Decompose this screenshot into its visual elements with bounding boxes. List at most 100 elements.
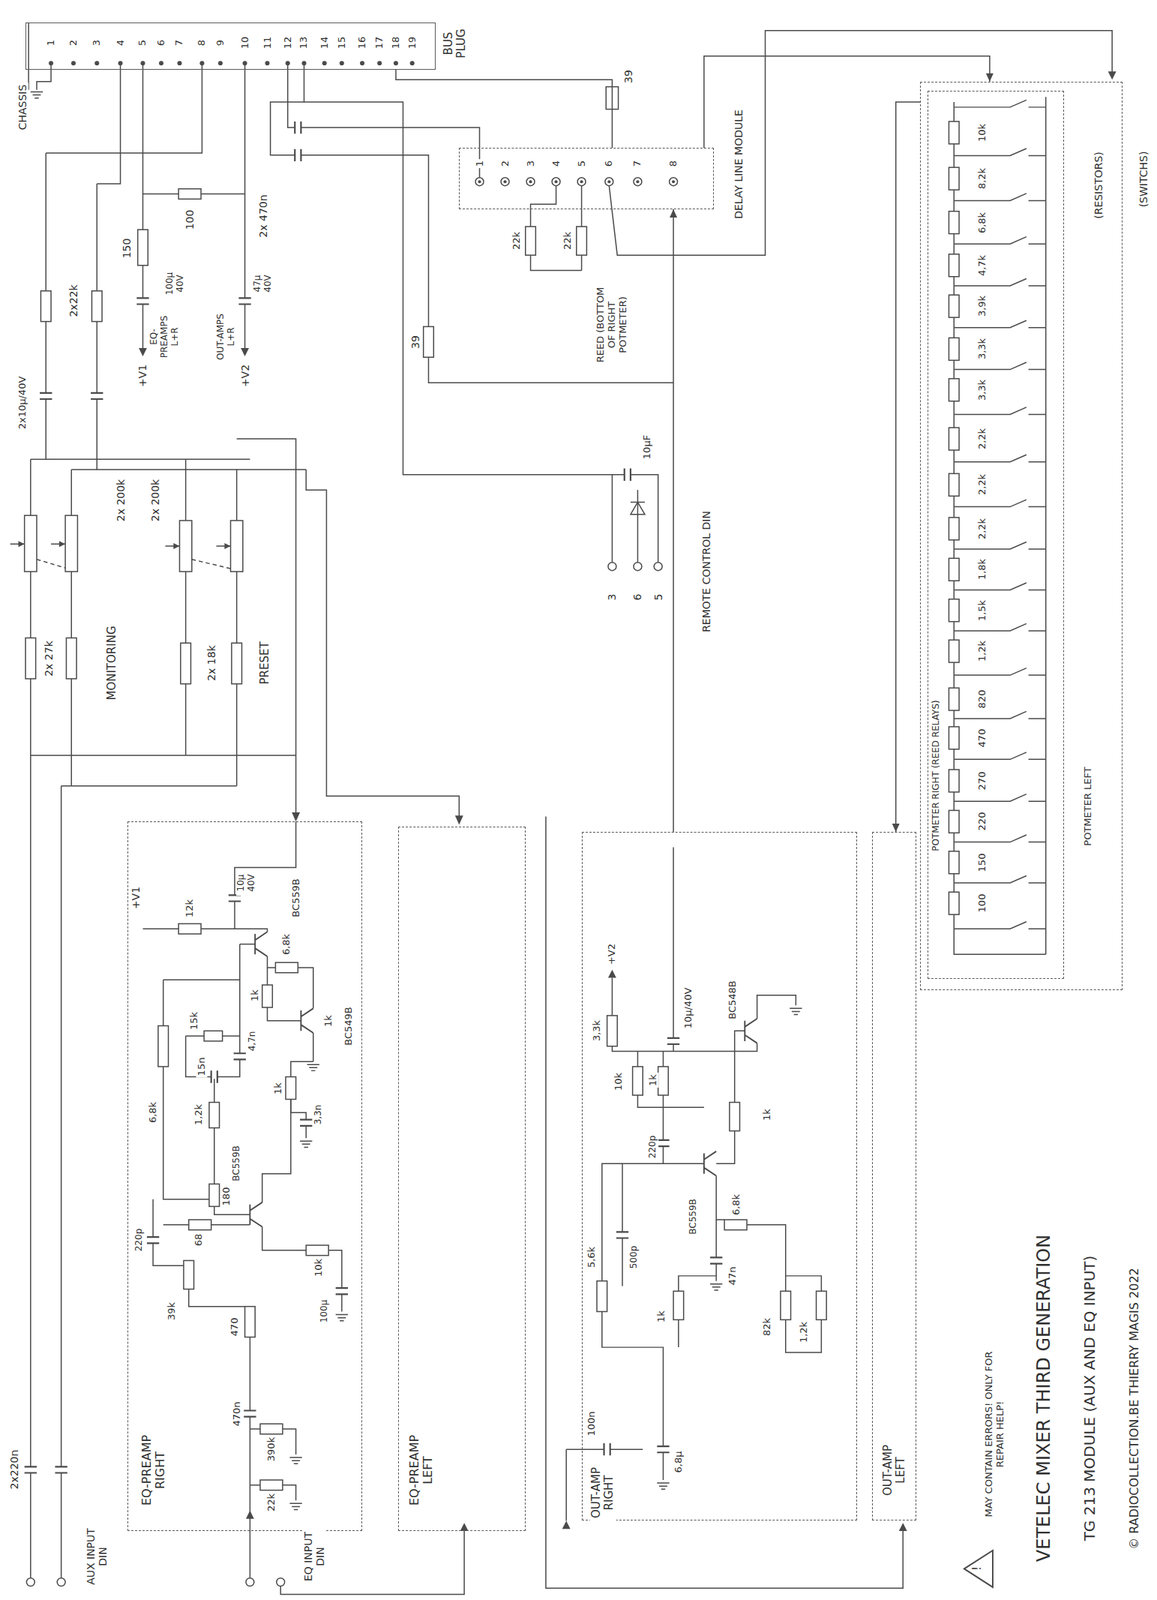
- capacitor-symbol: [24, 1465, 37, 1472]
- switch-symbol: [953, 320, 1046, 328]
- capacitor-symbol: [136, 297, 149, 304]
- connector-wire: [704, 56, 994, 148]
- wire: [213, 1127, 215, 1184]
- component-label: BC549B: [343, 1004, 355, 1047]
- din-pin: [26, 1577, 35, 1586]
- component-label: 2: [499, 158, 511, 168]
- resistor-symbol: [948, 337, 960, 360]
- capacitor-gap: [248, 1410, 252, 1416]
- wire: [71, 469, 72, 516]
- component-label: +V1: [129, 884, 142, 911]
- capacitor-gap: [95, 393, 99, 399]
- wire: [249, 1427, 261, 1429]
- wire: [267, 956, 276, 968]
- resistor-symbol: [262, 984, 273, 1008]
- resistor-symbol: [260, 1423, 283, 1434]
- resistor-symbol: [285, 1076, 297, 1100]
- ground-symbol: [307, 1064, 320, 1071]
- wire: [290, 1098, 306, 1119]
- wire: [239, 943, 255, 945]
- capacitor-gap: [237, 1053, 242, 1059]
- arrow-symbol: [138, 347, 147, 357]
- bus-pin: [242, 60, 248, 66]
- component-label: 470n: [230, 1399, 243, 1427]
- capacitor-gap: [53, 1462, 69, 1477]
- module-box: (RESISTORS): [927, 90, 1065, 979]
- capacitor-symbol: [299, 1119, 312, 1126]
- module-pin: [633, 177, 642, 186]
- component-label: BC548B: [727, 979, 739, 1022]
- arrow-symbol: [17, 540, 24, 547]
- wire: [45, 62, 202, 153]
- wire: [602, 1310, 664, 1446]
- transistor-symbol: [744, 1018, 757, 1044]
- switch-symbol: [953, 668, 1046, 676]
- module-title: DELAY LINE MODULE: [732, 107, 745, 221]
- component-label: 1,2k: [977, 638, 989, 663]
- wire: [630, 474, 659, 563]
- component-label: 47n: [727, 1264, 739, 1286]
- wire: [746, 1224, 786, 1291]
- capacitor-gap: [299, 1115, 314, 1130]
- component-label: BC559B: [290, 877, 302, 920]
- component-label: 3,3n: [313, 1103, 324, 1127]
- capacitor-symbol: [90, 392, 103, 399]
- wire: [152, 1198, 153, 1237]
- resistor-symbol: [25, 637, 36, 678]
- resistor-symbol: [780, 1290, 792, 1319]
- component-label: 2x22k: [67, 283, 80, 319]
- wire: [630, 501, 645, 514]
- din-pin: [56, 1577, 66, 1586]
- wire: [96, 62, 120, 184]
- capacitor-gap: [620, 1231, 624, 1238]
- module-title: (RESISTORS): [1092, 149, 1105, 221]
- wire: [30, 458, 46, 460]
- capacitor-gap: [713, 1257, 718, 1263]
- resistor-symbol: [948, 769, 960, 792]
- wire: [300, 127, 480, 178]
- caption-text: TG 213 MODULE (AUX AND EQ INPUT): [1081, 1253, 1099, 1543]
- ground-symbol: [299, 1140, 312, 1147]
- capacitor-symbol: [656, 1445, 669, 1452]
- connector-wire: [395, 69, 612, 149]
- module-box: EQ-PREAMP RIGHT: [127, 821, 363, 1531]
- wire: [29, 1471, 31, 1577]
- resistor-symbol: [948, 254, 960, 277]
- wire: [27, 22, 29, 90]
- arrow-symbol: [224, 542, 231, 549]
- wire: [622, 1162, 663, 1232]
- capacitor-gap: [211, 1074, 217, 1079]
- capacitor-symbol: [710, 1256, 723, 1263]
- wire: [637, 1051, 639, 1067]
- wire: [953, 96, 1046, 954]
- component-label: 6: [155, 38, 168, 48]
- component-label: POTMETER RIGHT (REED RELAYS): [931, 698, 942, 852]
- capacitor-gap: [661, 1140, 666, 1146]
- resistor-symbol: [178, 923, 201, 934]
- capacitor-gap: [59, 1466, 63, 1472]
- bus-pin: [48, 60, 54, 66]
- wire: [36, 62, 51, 90]
- module-pin-dot: [554, 179, 558, 183]
- wire: [236, 683, 237, 786]
- capacitor-gap: [237, 293, 252, 309]
- resistor-symbol: [180, 642, 192, 684]
- connector-line: [896, 101, 921, 832]
- component-label: 1k: [647, 1072, 659, 1088]
- resistor-symbol: [948, 121, 960, 144]
- component-label: 470: [977, 726, 989, 749]
- component-label: 2,2k: [977, 516, 989, 541]
- wire: [581, 254, 582, 270]
- resistor-symbol: [673, 1290, 684, 1319]
- component-label: 2x 470n: [257, 193, 270, 240]
- wire: [185, 1035, 212, 1077]
- component-label: 1,8k: [977, 557, 989, 582]
- din-pin: [276, 1577, 285, 1586]
- wire: [677, 1318, 679, 1347]
- component-label: 1k: [272, 1080, 285, 1096]
- resistor-symbol: [948, 167, 960, 190]
- component-label: BC559B: [231, 1143, 243, 1183]
- wire: [234, 821, 297, 895]
- capacitor-gap: [135, 293, 150, 309]
- component-label: 82k: [761, 1315, 774, 1337]
